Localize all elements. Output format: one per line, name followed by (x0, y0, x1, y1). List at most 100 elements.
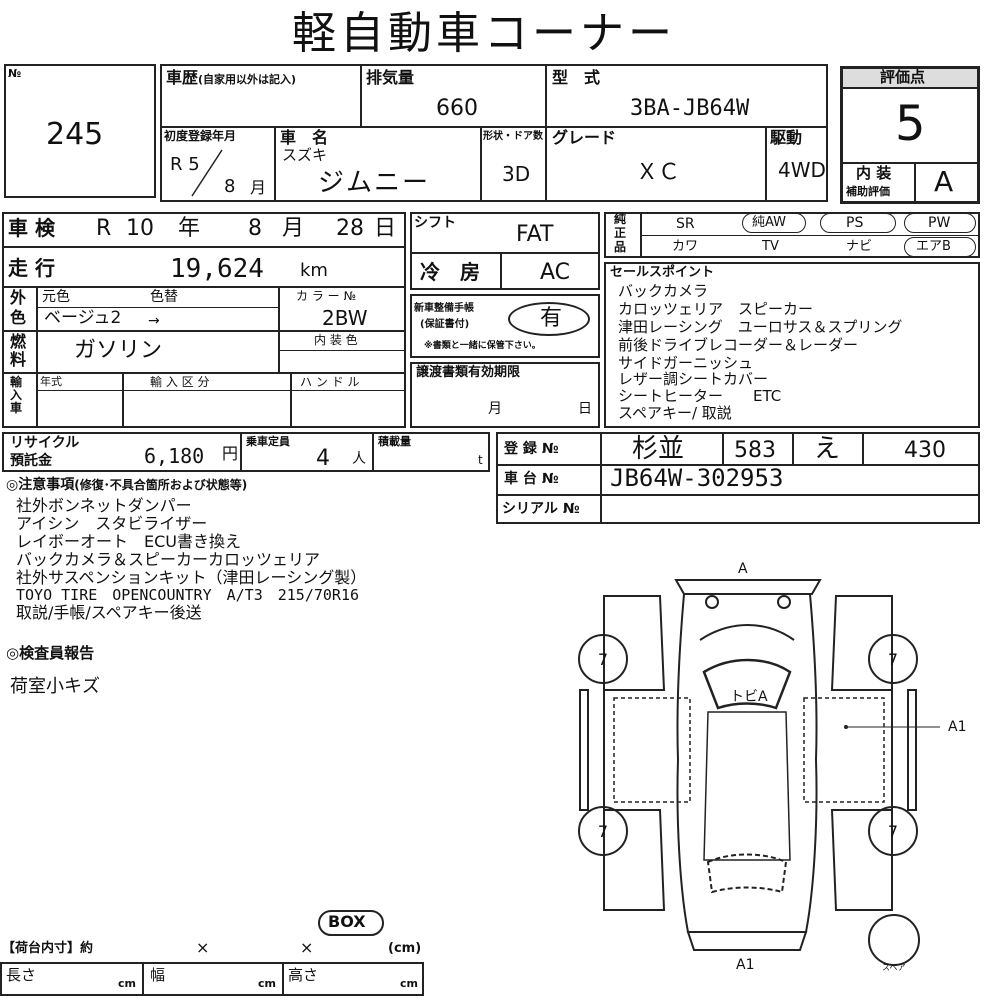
equipment-circle-ps (820, 213, 896, 233)
equipment-leather: カワ (672, 239, 699, 254)
cargo-times-1: × (196, 938, 210, 957)
inspection-day-unit: 日 (374, 216, 397, 241)
cargo-width-unit: cm (258, 977, 276, 990)
serial-label: シリアル № (502, 501, 580, 517)
color-label-2: 色 (10, 308, 27, 327)
car-name-label: 車 名 (280, 128, 329, 147)
first-reg-label: 初度登録年月 (164, 129, 237, 143)
sales-point: 津田レーシング ユーロサス＆スプリング (618, 318, 903, 336)
cargo-label: 【荷台内寸】約 (2, 941, 94, 956)
note-line: 社外ボンネットダンパー (16, 496, 192, 515)
transfer-day-unit: 日 (578, 401, 592, 417)
equipment-ps: PS (846, 215, 864, 231)
score-box (840, 66, 980, 204)
box-label: BOX (328, 912, 366, 931)
history-label: 車歴(自家用以外は記入) (166, 68, 297, 87)
cargo-unit: (cm) (388, 941, 422, 956)
car-name: ジムニー (318, 168, 431, 198)
mileage-label: 走 行 (8, 256, 55, 280)
equipment-navi: ナビ (846, 239, 873, 254)
sales-point: スペアキー/ 取説 (618, 404, 732, 422)
grade-value: ＸＣ (636, 160, 681, 185)
mileage-unit: km (300, 260, 328, 281)
sales-point: サイドガーニッシュ (618, 354, 754, 372)
plate-block (496, 432, 980, 524)
warranty-label: 新車整備手帳 (414, 303, 474, 314)
repaint-label: 色替 (150, 289, 178, 305)
lot-box (4, 64, 156, 198)
recycle-unit: 円 (222, 444, 239, 463)
equipment-airbag: エアB (916, 239, 951, 254)
diagram-side-label: A1 (948, 719, 967, 735)
spare-tire (868, 914, 920, 966)
capacity-unit: 人 (352, 451, 366, 467)
equipment-circle-pw (904, 213, 976, 233)
warranty-sub: (保証書付) (420, 319, 470, 330)
first-reg-month: 8 (224, 176, 236, 197)
tire-rear-right: 7 (868, 806, 918, 856)
transfer-month-unit: 月 (488, 401, 502, 417)
note-line: バックカメラ＆スピーカーカロッツェリア (16, 550, 321, 569)
cargo-dimension-table (0, 962, 424, 996)
recycle-label-1: リサイクル (10, 435, 80, 451)
interior-value: A (934, 165, 954, 198)
model-value: 3BA-JB64W (630, 96, 750, 121)
sales-point: カロッツェリア スピーカー (618, 300, 814, 318)
sales-points-block (604, 262, 980, 428)
sales-points-label: セールスポイント (610, 265, 715, 280)
shift-label: シフト (414, 215, 456, 231)
load-label: 積載量 (378, 435, 411, 448)
fuel-label-2: 料 (10, 350, 27, 369)
color-arrow: → (148, 313, 160, 329)
diagram-front-label: A (738, 561, 748, 577)
inspection-day: 28 (336, 216, 364, 241)
equipment-sr: SR (676, 216, 695, 232)
aircon-value: AC (540, 260, 571, 285)
doors-value: 3D (502, 162, 531, 186)
note-line: アイシン スタビライザー (16, 514, 208, 533)
capacity-label: 乗車定員 (246, 435, 290, 448)
warranty-note: ※書類と一緒に保管下さい。 (424, 341, 541, 351)
tire-rear-left: 7 (578, 806, 628, 856)
lot-label: № (8, 67, 22, 80)
registration-detail-block (2, 212, 406, 428)
box-oval (318, 910, 384, 936)
registration-class: 583 (734, 438, 776, 463)
equipment-pw: PW (928, 215, 951, 231)
cargo-height-label: 高さ (288, 966, 319, 984)
equipment-label-1: 純 (614, 212, 627, 226)
import-handle-label: ハ ン ド ル (300, 375, 360, 389)
model-label: 型 式 (552, 68, 601, 87)
warranty-value: 有 (540, 306, 563, 331)
drive-value: 4WD (778, 158, 826, 182)
car-maker: スズキ (282, 146, 328, 164)
shift-aircon-block (410, 212, 600, 290)
registration-label: 登 録 № (504, 441, 559, 457)
equipment-aw: 純AW (752, 215, 787, 230)
grade-label: グレード (552, 128, 617, 147)
transfer-label: 譲渡書類有効期限 (416, 365, 521, 380)
note-line: TOYO TIRE OPENCOUNTRY A/T3 215/70R16 (16, 586, 360, 604)
note-line: 取説/手帳/スペアキー後送 (16, 603, 202, 622)
equipment-tv: TV (762, 239, 779, 254)
inspection-label: 車 検 (8, 216, 55, 240)
inspection-year-unit: 年 (178, 216, 201, 241)
tire-front-right: 7 (868, 634, 918, 684)
sales-point: レザー調シートカバー (618, 370, 769, 388)
registration-area: 杉並 (632, 434, 685, 464)
color-label-1: 外 (10, 288, 27, 307)
inspection-month-unit: 月 (282, 216, 305, 241)
notes-label: ◎注意事項(修復･不具合箇所および状態等) (6, 477, 248, 493)
import-type-label: 輸 入 区 分 (150, 375, 210, 389)
page-title: 軽自動車コーナー (292, 8, 676, 59)
score-value: 5 (895, 96, 926, 152)
diagram-roof-label: トビA (730, 689, 768, 705)
inspector-text: 荷室小キズ (10, 676, 100, 697)
cargo-times-2: × (300, 938, 314, 957)
interior-sub: 補助評価 (846, 185, 890, 198)
recycle-block (2, 432, 490, 472)
sales-point: 前後ドライブレコーダー＆レーダー (618, 336, 859, 354)
fuel-label-1: 燃 (10, 332, 27, 351)
warranty-block (410, 294, 600, 358)
